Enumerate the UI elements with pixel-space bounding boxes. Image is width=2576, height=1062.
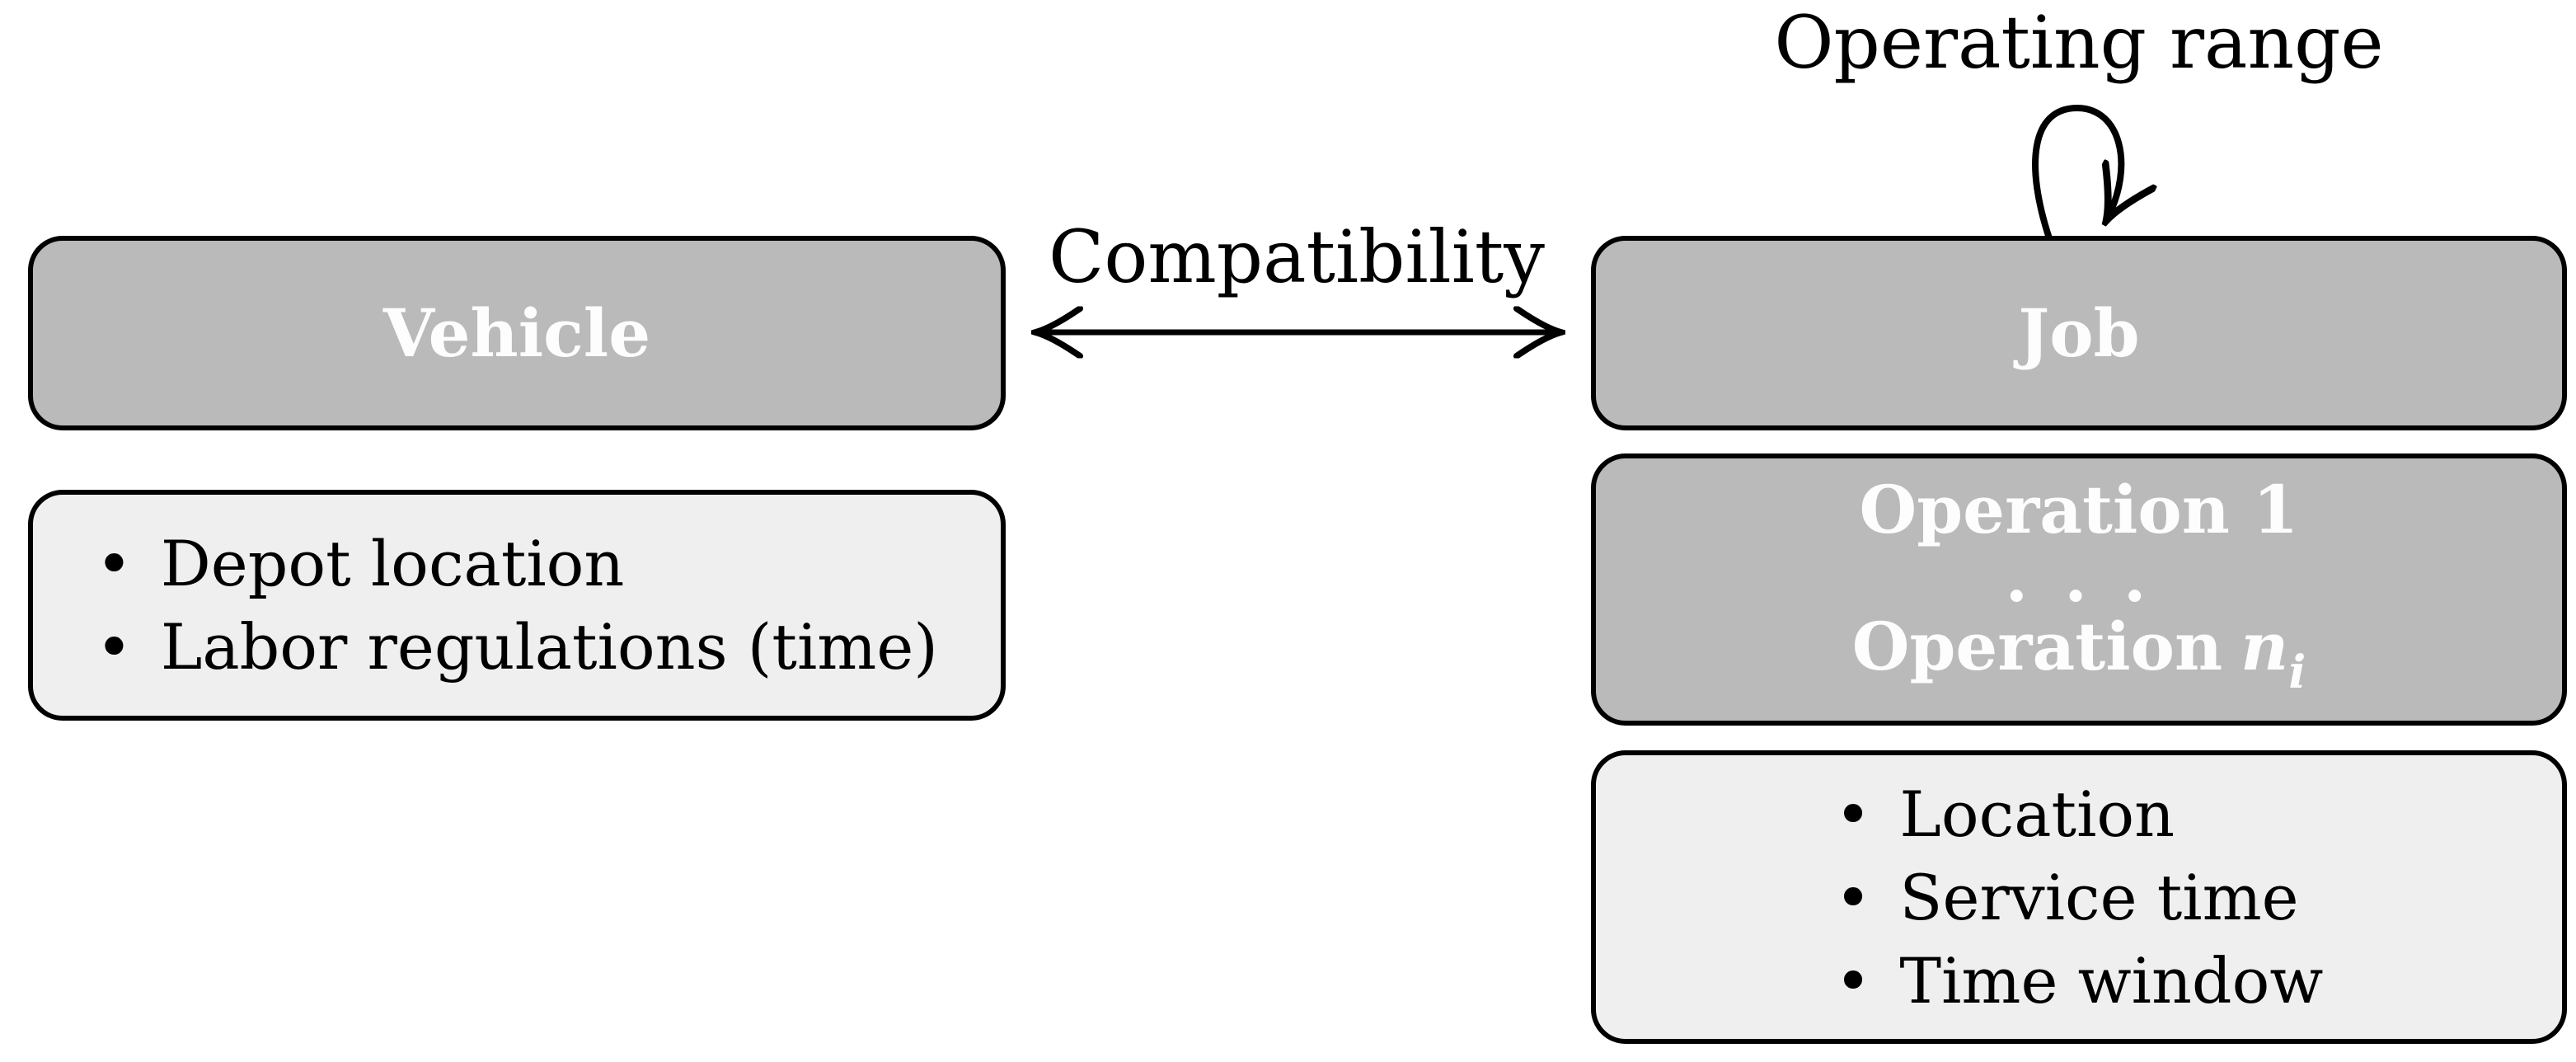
vehicle-attributes-box: • Depot location • Labor regulations (ti… <box>28 490 1006 721</box>
job-attributes-box: • Location • Service time • Time window <box>1591 750 2567 1044</box>
operation-count-variable: n <box>2241 608 2289 685</box>
operating-range-label: Operating range <box>1774 0 2384 85</box>
bullet-icon: • <box>1834 860 1872 934</box>
operation-last-word: Operation <box>1851 608 2223 685</box>
compatibility-label: Compatibility <box>1049 214 1545 299</box>
bullet-icon: • <box>96 527 133 600</box>
list-item: • Depot location <box>96 522 938 605</box>
attribute-text: Service time <box>1899 860 2299 934</box>
vehicle-attributes-list: • Depot location • Labor regulations (ti… <box>96 522 938 688</box>
list-item: • Time window <box>1835 939 2324 1022</box>
attribute-text: Location <box>1899 777 2175 851</box>
attribute-text: Time window <box>1899 943 2324 1017</box>
operating-range-loop-arrow <box>2032 104 2121 242</box>
bullet-icon: • <box>96 610 133 684</box>
vehicle-box: Vehicle <box>28 236 1006 430</box>
vehicle-title: Vehicle <box>382 294 651 372</box>
job-title: Job <box>2018 294 2140 372</box>
attribute-text: Depot location <box>160 527 625 600</box>
job-box: Job <box>1591 236 2567 430</box>
attribute-text: Labor regulations (time) <box>160 610 938 684</box>
operation-count-subscript: i <box>2288 645 2306 698</box>
operation-first-label: Operation 1 <box>1859 471 2299 548</box>
bullet-icon: • <box>1834 777 1872 851</box>
operations-ellipsis: . . . <box>2005 539 2153 617</box>
list-item: • Location <box>1835 773 2324 856</box>
bullet-icon: • <box>1834 943 1872 1017</box>
job-attributes-list: • Location • Service time • Time window <box>1835 773 2324 1022</box>
list-item: • Labor regulations (time) <box>96 605 938 688</box>
list-item: • Service time <box>1835 856 2324 939</box>
